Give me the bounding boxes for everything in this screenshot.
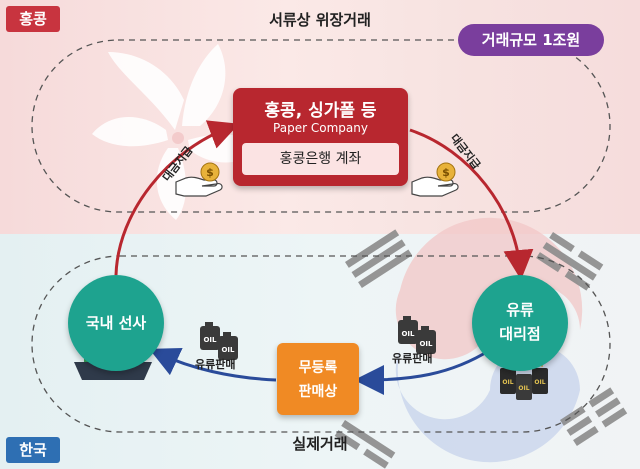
- edge-label-oil-sale-right: 유류판매: [392, 352, 433, 365]
- unregistered-seller-line2: 판매상: [298, 384, 338, 400]
- arrow-dealer-to-seller: [354, 348, 491, 395]
- oil-dealer-node: 유류 대리점: [472, 275, 568, 371]
- domestic-shipper-label: 국내 선사: [85, 314, 147, 332]
- coin-symbol: $: [206, 166, 214, 179]
- hand-coin-icon: $: [411, 162, 459, 197]
- svg-text:OIL: OIL: [221, 346, 235, 354]
- oil-dealer-line2: 대리점: [499, 325, 541, 343]
- svg-text:OIL: OIL: [419, 340, 433, 348]
- svg-text:OIL: OIL: [534, 379, 545, 386]
- svg-text:OIL: OIL: [401, 330, 415, 338]
- top-section-title: 서류상 위장거래: [269, 11, 371, 29]
- arrow-shipper-to-paper: [114, 120, 240, 276]
- oil-can-icon: OIL OIL: [398, 316, 436, 354]
- unregistered-seller-line1: 무등록: [298, 360, 338, 376]
- arrow-paper-to-dealer: [409, 128, 534, 280]
- paper-company-subtitle: Paper Company: [273, 121, 368, 135]
- bottom-section-title: 실제거래: [292, 435, 348, 453]
- scale-badge: 거래규모 1조원: [458, 24, 604, 56]
- paper-company-box: 홍콩, 싱가폴 등 Paper Company 홍콩은행 계좌: [233, 88, 408, 186]
- bank-account-box: 홍콩은행 계좌: [242, 143, 399, 175]
- svg-text:OIL: OIL: [502, 379, 513, 386]
- coin-symbol: $: [442, 166, 450, 179]
- trigram-icon: [334, 229, 628, 469]
- domestic-shipper-node: 국내 선사: [68, 275, 164, 371]
- paper-company-title: 홍콩, 싱가폴 등: [264, 101, 377, 121]
- svg-text:OIL: OIL: [203, 336, 217, 344]
- unregistered-seller-node: 무등록 판매상: [277, 343, 359, 415]
- region-tag-korea: 한국: [6, 437, 60, 463]
- korea-boundary: [31, 255, 611, 433]
- oil-dealer-line1: 유류: [506, 301, 534, 319]
- hong-kong-boundary: [31, 39, 611, 213]
- oil-can-icon: OIL OIL: [200, 322, 238, 360]
- edge-label-oil-sale-left: 유류판매: [195, 358, 236, 371]
- region-tag-hong-kong: 홍콩: [6, 6, 60, 32]
- arrow-seller-to-shipper: [149, 348, 277, 382]
- hand-coin-icon: $: [175, 162, 223, 197]
- svg-text:OIL: OIL: [518, 385, 529, 392]
